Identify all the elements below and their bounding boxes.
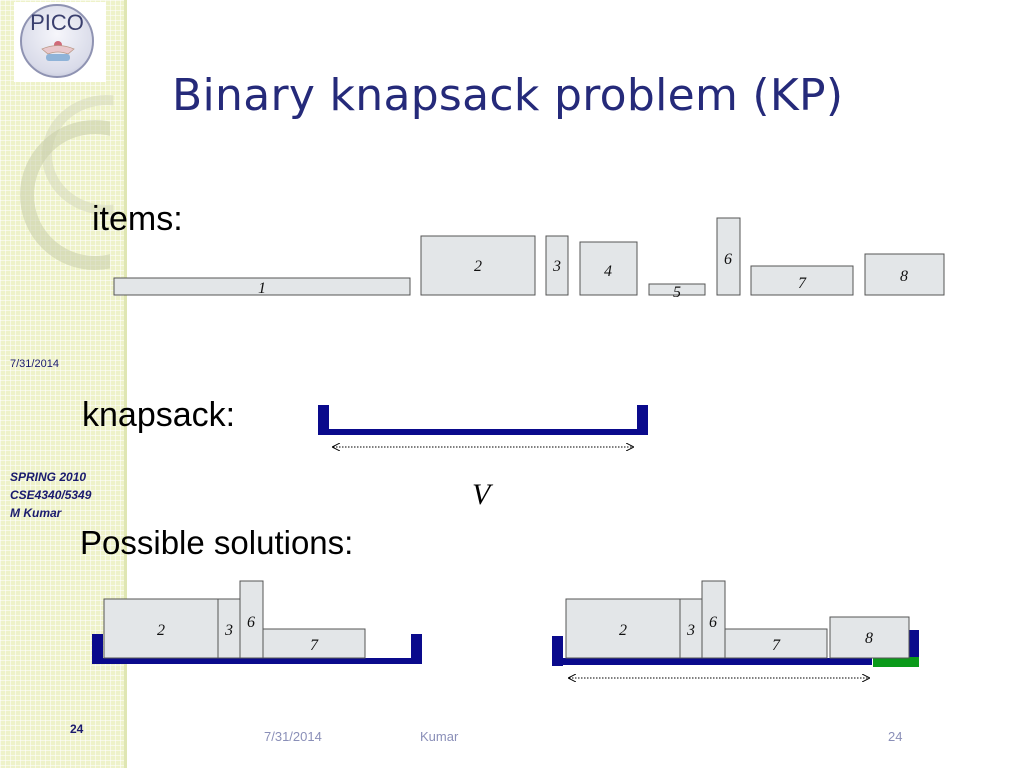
item-2-label: 2	[474, 258, 482, 275]
empty-knapsack	[318, 405, 648, 447]
course-term: SPRING 2010	[10, 470, 87, 484]
logo-figure-icon	[41, 41, 75, 61]
item-5: 5	[648, 283, 706, 301]
footer-date: 7/31/2014	[264, 729, 322, 744]
item-4-label: 4	[604, 263, 612, 280]
item-3-label: 3	[552, 258, 561, 275]
item-3: 3	[545, 235, 569, 296]
svg-text:6: 6	[247, 614, 255, 631]
solution-a-item-6: 6	[239, 580, 264, 659]
solution-b: 2 3 6 7 8	[552, 580, 919, 678]
item-8: 8	[864, 253, 945, 296]
solution-a: 2 3 6 7	[92, 580, 422, 664]
svg-text:7: 7	[772, 637, 781, 654]
svg-text:3: 3	[224, 622, 233, 639]
item-6: 6	[716, 217, 741, 296]
sidebar-page-number: 24	[70, 722, 84, 736]
solution-b-item-8: 8	[829, 616, 910, 659]
logo-text: PICO	[30, 10, 84, 35]
item-1: 1	[113, 277, 411, 297]
overflow-indicator	[873, 657, 919, 667]
svg-text:8: 8	[865, 630, 873, 647]
solution-a-item-2: 2	[103, 598, 219, 659]
items-label: items:	[92, 200, 183, 238]
solution-a-item-7: 7	[262, 628, 366, 659]
sidebar-divider	[124, 0, 127, 768]
course-code: CSE4340/5349	[10, 488, 92, 502]
capacity-label: V	[472, 478, 491, 511]
sidebar-date: 7/31/2014	[10, 358, 59, 370]
svg-text:3: 3	[686, 622, 695, 639]
svg-text:7: 7	[310, 637, 319, 654]
item-1-label: 1	[258, 280, 266, 297]
item-4: 4	[579, 241, 638, 296]
footer-author: Kumar	[420, 729, 459, 744]
course-instructor: M Kumar	[10, 506, 62, 520]
item-8-label: 8	[900, 268, 908, 285]
svg-text:2: 2	[157, 622, 165, 639]
solution-b-item-6: 6	[701, 580, 726, 659]
svg-text:6: 6	[709, 614, 717, 631]
item-5-label: 5	[673, 284, 681, 301]
solution-b-item-2: 2	[565, 598, 681, 659]
item-7: 7	[750, 265, 854, 296]
knapsack-label: knapsack:	[82, 396, 236, 434]
items-row: 1 2 3 4 5 6 7 8	[113, 217, 945, 301]
course-info: SPRING 2010 CSE4340/5349 M Kumar	[10, 468, 91, 522]
slide-title: Binary knapsack problem (KP)	[172, 70, 844, 121]
sidebar: PICO 7/31/2014 SPRING 2010 CSE4340/5349 …	[0, 0, 124, 768]
footer-page: 24	[888, 729, 903, 744]
solution-a-item-3: 3	[217, 598, 241, 659]
svg-text:2: 2	[619, 622, 627, 639]
solution-b-item-3: 3	[679, 598, 703, 659]
item-6-label: 6	[724, 251, 732, 268]
logo-circle	[20, 4, 94, 78]
item-2: 2	[420, 235, 536, 296]
solution-b-item-7: 7	[724, 628, 828, 659]
item-7-label: 7	[798, 275, 807, 292]
pico-logo: PICO	[14, 2, 106, 82]
solutions-label: Possible solutions:	[80, 524, 354, 561]
